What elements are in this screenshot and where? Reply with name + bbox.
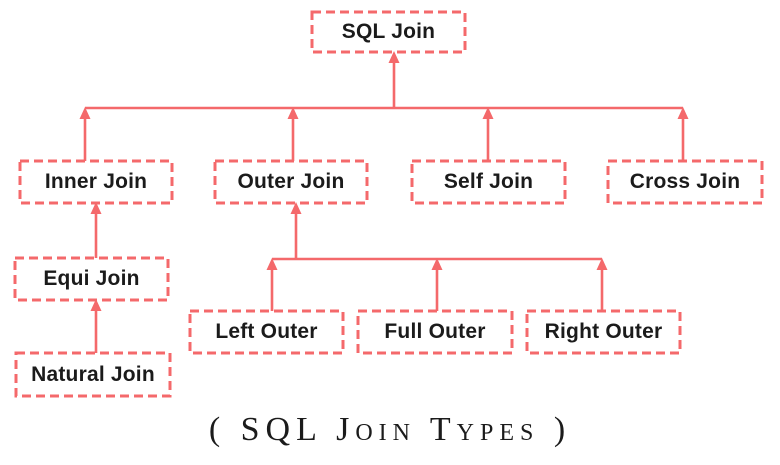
node-border-outer-join: [213, 159, 369, 205]
arrowhead-crossjoin-bus: [677, 107, 689, 119]
arrowhead-outerjoin-bus: [287, 107, 299, 119]
arrowhead-into-outerjoin: [290, 202, 302, 214]
node-border-sql-join: [310, 10, 467, 54]
node-equi-join: Equi Join: [43, 267, 140, 290]
node-right-outer: Right Outer: [544, 320, 663, 343]
node-natural-join: Natural Join: [31, 362, 155, 386]
arrowhead-selfjoin-bus: [482, 107, 494, 119]
node-border-equi-join: [13, 256, 170, 302]
node-border-self-join: [410, 159, 567, 205]
connector-lines: [83, 56, 685, 353]
node-self-join: Self Join: [443, 170, 534, 193]
node-full-outer: Full Outer: [384, 320, 486, 343]
node-sql-join: SQL Join: [341, 20, 436, 43]
node-border-cross-join: [606, 159, 764, 205]
node-borders: [13, 10, 764, 398]
node-border-left-outer: [188, 309, 345, 355]
arrowhead-leftouter-bus: [266, 258, 278, 270]
node-cross-join: Cross Join: [629, 170, 741, 193]
node-outer-join: Outer Join: [237, 170, 345, 193]
arrowheads: [79, 51, 689, 311]
node-border-inner-join: [18, 159, 174, 205]
node-border-natural-join: [14, 351, 172, 398]
arrowhead-into-innerjoin: [90, 202, 102, 214]
node-left-outer: Left Outer: [215, 320, 318, 343]
arrowhead-rightouter-bus: [596, 258, 608, 270]
arrowhead-into-equijoin: [90, 299, 102, 311]
diagram-title: ( SQL Join Types ): [208, 411, 572, 448]
arrowhead-into-sqljoin: [388, 51, 400, 63]
arrowhead-innerjoin-bus: [79, 107, 91, 119]
arrowhead-fullouter-bus: [431, 258, 443, 270]
node-inner-join: Inner Join: [44, 170, 148, 193]
node-border-right-outer: [525, 309, 682, 355]
node-border-full-outer: [356, 309, 514, 355]
